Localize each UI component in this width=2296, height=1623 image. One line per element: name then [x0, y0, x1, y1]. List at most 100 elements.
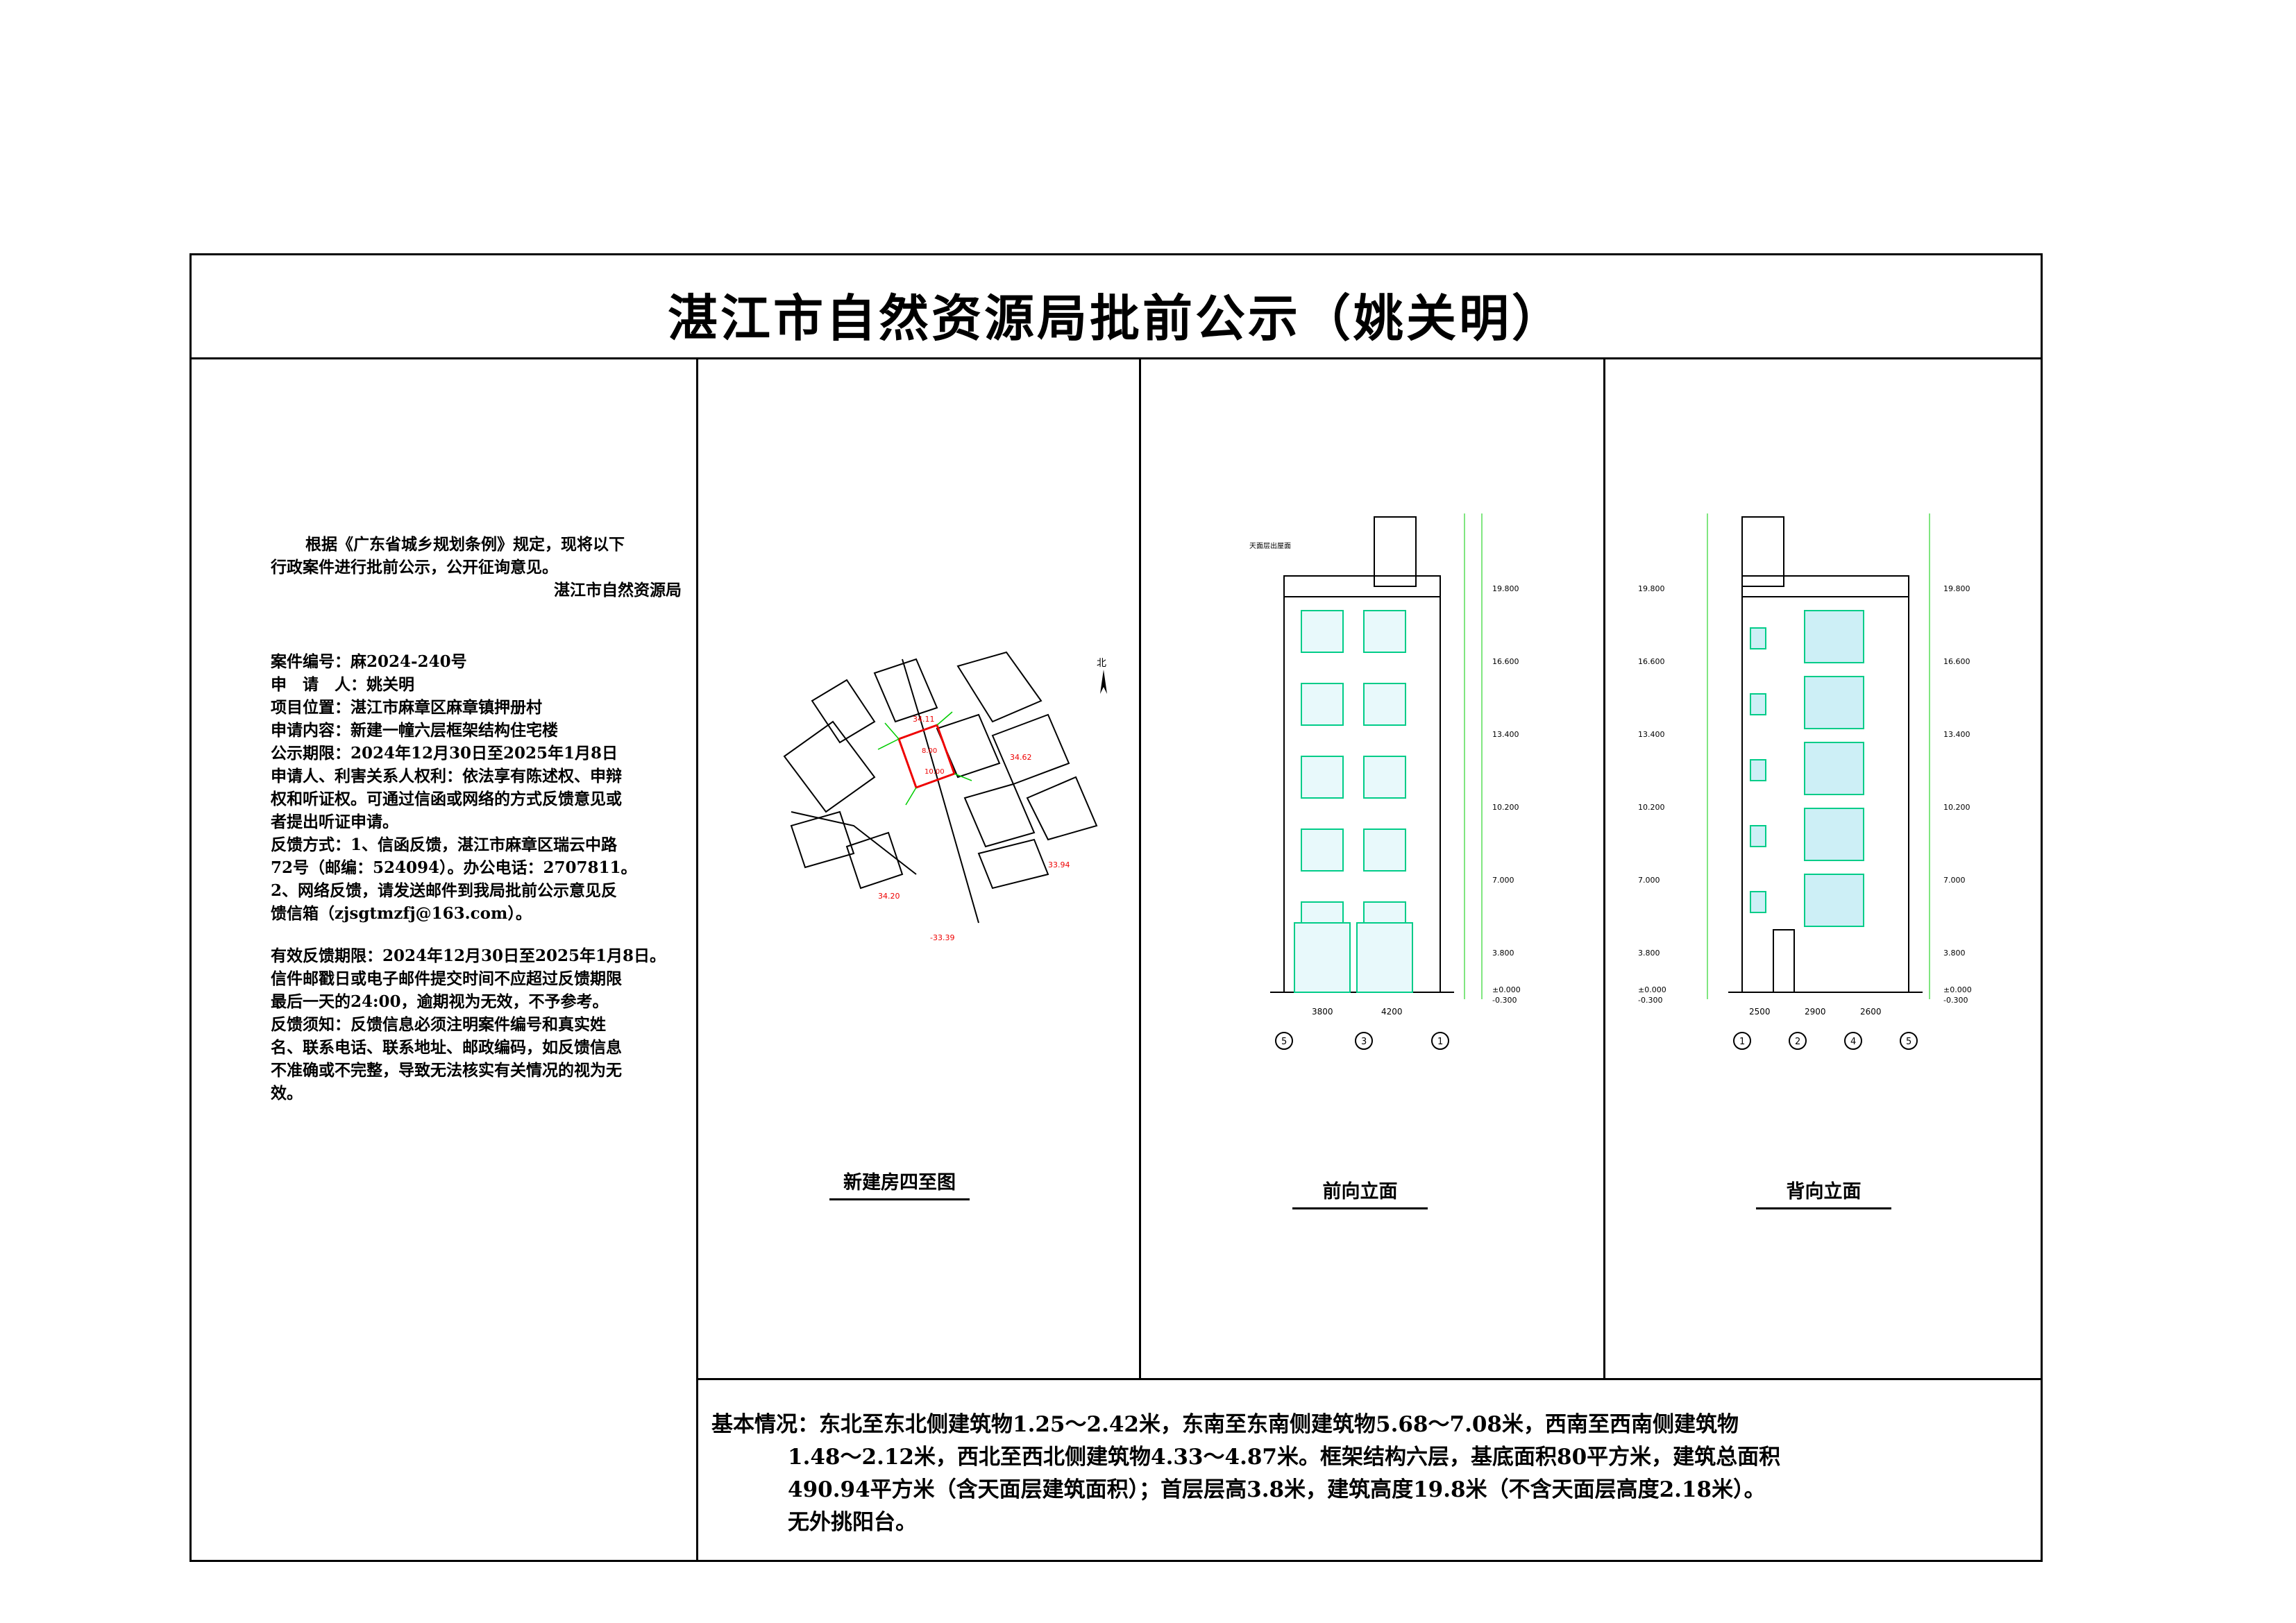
- valid-3: 最后一天的24:00，逾期视为无效，不予参考。: [271, 992, 609, 1011]
- level-label: 3.800: [1943, 949, 1966, 958]
- window: [1301, 756, 1344, 799]
- basic-line3: 490.94平方米（含天面层建筑面积）；首层层高3.8米，建筑高度19.8米（不…: [788, 1477, 1766, 1502]
- feedback-email: 馈信箱（zjsgtmzfj@163.com）。: [271, 904, 532, 923]
- axis-label: 5: [1281, 1037, 1287, 1047]
- roof-parapet: [1283, 575, 1441, 597]
- content: 申请内容：新建一幢六层框架结构住宅楼: [271, 721, 558, 740]
- caption-site: 新建房四至图: [829, 1167, 970, 1200]
- front-dim-2: 4200: [1381, 1007, 1403, 1017]
- front-dim-1: 3800: [1312, 1007, 1333, 1017]
- roof-note: 天面层出屋面: [1249, 541, 1291, 550]
- level-label: 16.600: [1638, 657, 1665, 666]
- basic-line4: 无外挑阳台。: [788, 1510, 917, 1535]
- building-outline: [963, 783, 1036, 848]
- basic-label: 基本情况：: [711, 1412, 819, 1437]
- axis-label: 3: [1361, 1037, 1367, 1047]
- north-label: 北: [1097, 658, 1106, 669]
- building-outline: [811, 679, 876, 744]
- intro-line2: 行政案件进行批前公示，公开征询意见。: [271, 558, 558, 577]
- elev-b: 34.62: [1010, 753, 1032, 762]
- level-label: -0.300: [1943, 996, 1968, 1005]
- level-label: -0.300: [1492, 996, 1517, 1005]
- level-label: 7.000: [1638, 876, 1660, 885]
- window: [1301, 829, 1344, 872]
- back-dim-2: 2900: [1805, 1007, 1826, 1017]
- issuer: 湛江市自然资源局: [554, 581, 682, 600]
- feedback-2: 72号（邮编：524094）。办公电话：2707811。: [271, 858, 637, 877]
- small-window: [1750, 627, 1766, 649]
- window: [1363, 610, 1406, 653]
- valid-2: 信件邮戳日或电子邮件提交时间不应超过反馈期限: [271, 969, 622, 988]
- level-label: ±0.000: [1638, 985, 1666, 994]
- stair-tower: [1741, 516, 1784, 587]
- axis-bubble: [1431, 1032, 1449, 1050]
- axis-label: 4: [1850, 1037, 1856, 1047]
- case-block: 案件编号：麻2024-240号 申 请 人：姚关明 项目位置：湛江市麻章区麻章镇…: [271, 650, 687, 1105]
- level-label: 19.800: [1492, 584, 1519, 593]
- balcony-window: [1804, 808, 1864, 861]
- balcony-window: [1804, 742, 1864, 795]
- divider-mid1: [1139, 357, 1141, 1379]
- window: [1363, 683, 1406, 726]
- window: [1301, 610, 1344, 653]
- level-label: 16.600: [1943, 657, 1970, 666]
- basic-line2: 1.48～2.12米，西北至西北侧建筑物4.33～4.87米。框架结构六层，基底…: [788, 1445, 1781, 1470]
- divider-left: [696, 357, 698, 1562]
- applicant: 申 请 人：姚关明: [271, 675, 414, 694]
- basic-divider: [696, 1378, 2043, 1380]
- basic-line1: 东北至东北侧建筑物1.25～2.42米，东南至东南侧建筑物5.68～7.08米，…: [819, 1412, 1739, 1437]
- axis-bubble: [1844, 1032, 1862, 1050]
- caption-back: 背向立面: [1756, 1176, 1891, 1209]
- back-door: [1773, 929, 1795, 993]
- period: 公示期限：2024年12月30日至2025年1月8日: [271, 744, 618, 763]
- axis-bubble: [1275, 1032, 1293, 1050]
- notice-frame: [189, 253, 2043, 1562]
- small-window: [1750, 759, 1766, 781]
- building-outline: [977, 838, 1049, 890]
- intro-line1: 根据《广东省城乡规划条例》规定，现将以下: [305, 535, 625, 554]
- feedback-1: 反馈方式：1、信函反馈，湛江市麻章区瑞云中路: [271, 835, 618, 854]
- axis-bubble: [1733, 1032, 1751, 1050]
- north-arrow-icon: [1100, 670, 1107, 694]
- level-label: 16.600: [1492, 657, 1519, 666]
- notice-4: 效。: [271, 1084, 303, 1103]
- page-title: 湛江市自然资源局批前公示（姚关明）: [667, 289, 1564, 348]
- road-line: [902, 658, 979, 924]
- small-window: [1750, 825, 1766, 847]
- road-line: [791, 811, 917, 875]
- axis-label: 2: [1795, 1037, 1800, 1047]
- notice-2: 名、联系电话、联系地址、邮政编码，如反馈信息: [271, 1038, 622, 1057]
- level-label: 10.200: [1492, 803, 1519, 812]
- building-outline: [1026, 776, 1098, 841]
- building-outline: [783, 720, 876, 813]
- elev-a: 34.11: [913, 715, 935, 724]
- window: [1363, 756, 1406, 799]
- balcony-window: [1804, 610, 1864, 663]
- level-label: 13.400: [1638, 730, 1665, 739]
- basic-info: 基本情况：东北至东北侧建筑物1.25～2.42米，东南至东南侧建筑物5.68～7…: [711, 1409, 2016, 1539]
- notice-1: 反馈须知：反馈信息必须注明案件编号和真实姓: [271, 1015, 606, 1034]
- balcony-window: [1804, 874, 1864, 927]
- distance-line: [877, 738, 900, 750]
- shop-door: [1294, 922, 1351, 993]
- lot-width: 8.00: [922, 747, 937, 755]
- level-label: -0.300: [1638, 996, 1662, 1005]
- elev-d: -33.39: [930, 933, 954, 942]
- stair-tower: [1374, 516, 1417, 587]
- divider-mid2: [1603, 357, 1605, 1379]
- building-outline: [991, 713, 1070, 785]
- building-outline: [790, 810, 855, 869]
- level-label: 3.800: [1638, 949, 1660, 958]
- shop-door: [1356, 922, 1413, 993]
- building-outline: [956, 651, 1043, 723]
- axis-label: 5: [1906, 1037, 1911, 1047]
- level-label: ±0.000: [1492, 985, 1521, 994]
- new-building-lot: [897, 724, 956, 789]
- site-plan-drawing: 北 34.11 34.62 33.94 -33.39 34.20 8.00 10…: [783, 651, 1107, 942]
- caption-front: 前向立面: [1292, 1176, 1428, 1209]
- back-elevation-drawing: 19.80016.60013.40010.2007.0003.800±0.000…: [1638, 513, 1972, 1050]
- axis-label: 1: [1437, 1037, 1443, 1047]
- level-label: 7.000: [1943, 876, 1966, 885]
- front-elevation-drawing: 19.80016.60013.40010.2007.0003.800±0.000…: [1249, 513, 1521, 1050]
- valid-1: 有效反馈期限：2024年12月30日至2025年1月8日。: [271, 946, 666, 965]
